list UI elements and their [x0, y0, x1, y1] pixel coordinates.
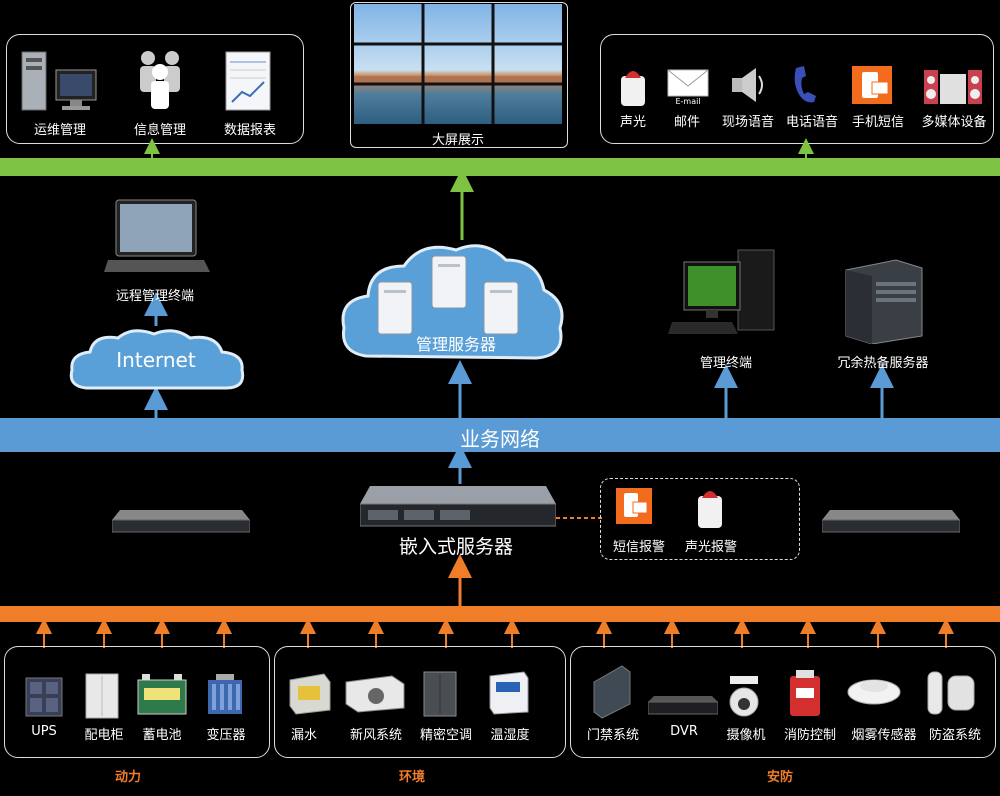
- internet-cloud-icon: [69, 329, 245, 390]
- top-green-bus: [0, 158, 1000, 176]
- transformer-icon: [208, 674, 242, 714]
- label-big-screen: 大屏展示: [431, 133, 484, 148]
- video-wall-icon: [354, 4, 562, 124]
- rack-server-right-icon: [822, 510, 960, 533]
- tower-server-icon: [845, 259, 923, 344]
- label-distribution-cabinet: 配电柜: [84, 728, 124, 743]
- access-control-icon: [593, 665, 631, 719]
- label-sound-light: 声光: [619, 115, 646, 130]
- label-redundant-server: 冗余热备服务器: [837, 356, 929, 371]
- sms-icon: [852, 66, 892, 104]
- sms-alarm-icon: [616, 488, 652, 524]
- label-battery: 蓄电池: [142, 728, 182, 743]
- label-mgmt-server: 管理服务器: [415, 335, 496, 354]
- label-mgmt-terminal: 管理终端: [699, 356, 752, 371]
- label-access-control: 门禁系统: [586, 728, 639, 743]
- desktop-pc-icon: [668, 249, 775, 334]
- label-sms-alarm: 短信报警: [612, 540, 665, 555]
- label-remote-terminal: 远程管理终端: [115, 289, 194, 304]
- smoke-sensor-icon: [847, 679, 901, 705]
- dvr-icon: [648, 696, 718, 715]
- label-data-report: 数据报表: [223, 123, 276, 138]
- environment-group-panel: [274, 646, 566, 758]
- battery-icon: [137, 674, 187, 715]
- phone-icon: [794, 66, 816, 103]
- label-water-leak: 漏水: [290, 728, 317, 743]
- fire-control-icon: [790, 670, 820, 716]
- precision-ac-icon: [423, 671, 457, 717]
- label-embedded-server: 嵌入式服务器: [398, 536, 513, 558]
- people-group-icon: [140, 51, 180, 109]
- server-pc-icon: [21, 51, 97, 111]
- label-camera: 摄像机: [726, 728, 766, 743]
- label-fire-control: 消防控制: [783, 728, 836, 743]
- stereo-icon: [924, 70, 982, 104]
- distribution-cabinet-icon: [85, 673, 119, 719]
- siren-icon: [621, 71, 645, 106]
- business-network-label: 业务网络: [460, 427, 540, 451]
- group-title-security: 安防: [766, 770, 793, 785]
- business-network-bus: [0, 418, 1000, 452]
- ups-icon: [25, 677, 63, 717]
- big-screen-panel: [350, 2, 568, 148]
- label-fresh-air: 新风系统: [349, 728, 402, 743]
- rack-server-left-icon: [112, 510, 250, 533]
- camera-icon: [729, 676, 759, 717]
- label-smoke-sensor: 烟雾传感器: [851, 728, 917, 743]
- report-sheet-icon: [225, 51, 271, 111]
- group-title-environment: 环境: [398, 770, 425, 785]
- label-info-management: 信息管理: [133, 123, 186, 138]
- email-caption: E-mail: [675, 97, 700, 106]
- label-siren-alarm: 声光报警: [684, 540, 737, 555]
- label-onsite-voice: 现场语音: [721, 115, 774, 130]
- label-temp-humidity: 温湿度: [490, 728, 530, 743]
- group-title-power: 动力: [114, 770, 141, 785]
- label-internet: Internet: [116, 348, 196, 372]
- label-precision-ac: 精密空调: [419, 728, 472, 743]
- label-dvr: DVR: [670, 724, 698, 739]
- power-group-panel: [4, 646, 270, 758]
- label-transformer: 变压器: [206, 728, 246, 743]
- label-ups: UPS: [31, 724, 57, 739]
- label-email: 邮件: [673, 115, 700, 130]
- temp-humidity-icon: [489, 671, 529, 715]
- rack-server-center-icon: [360, 486, 556, 527]
- siren-alarm-icon: [698, 491, 722, 528]
- label-multimedia: 多媒体设备: [921, 115, 987, 130]
- local-alarm-panel: [600, 478, 800, 560]
- label-phone-voice: 电话语音: [785, 115, 838, 130]
- label-anti-theft: 防盗系统: [928, 728, 981, 743]
- speaker-icon: [732, 68, 763, 102]
- security-group-panel: [570, 646, 996, 758]
- laptop-icon: [104, 199, 210, 272]
- label-ops-management: 运维管理: [33, 123, 86, 138]
- fresh-air-icon: [345, 675, 405, 713]
- email-icon: E-mail: [667, 69, 709, 106]
- top-right-panel: [600, 34, 994, 144]
- water-leak-icon: [289, 673, 331, 715]
- anti-theft-icon: [927, 671, 975, 715]
- label-mobile-sms: 手机短信: [851, 115, 904, 130]
- bottom-orange-bus: [0, 606, 1000, 622]
- mgmt-server-cloud-icon: [341, 244, 564, 360]
